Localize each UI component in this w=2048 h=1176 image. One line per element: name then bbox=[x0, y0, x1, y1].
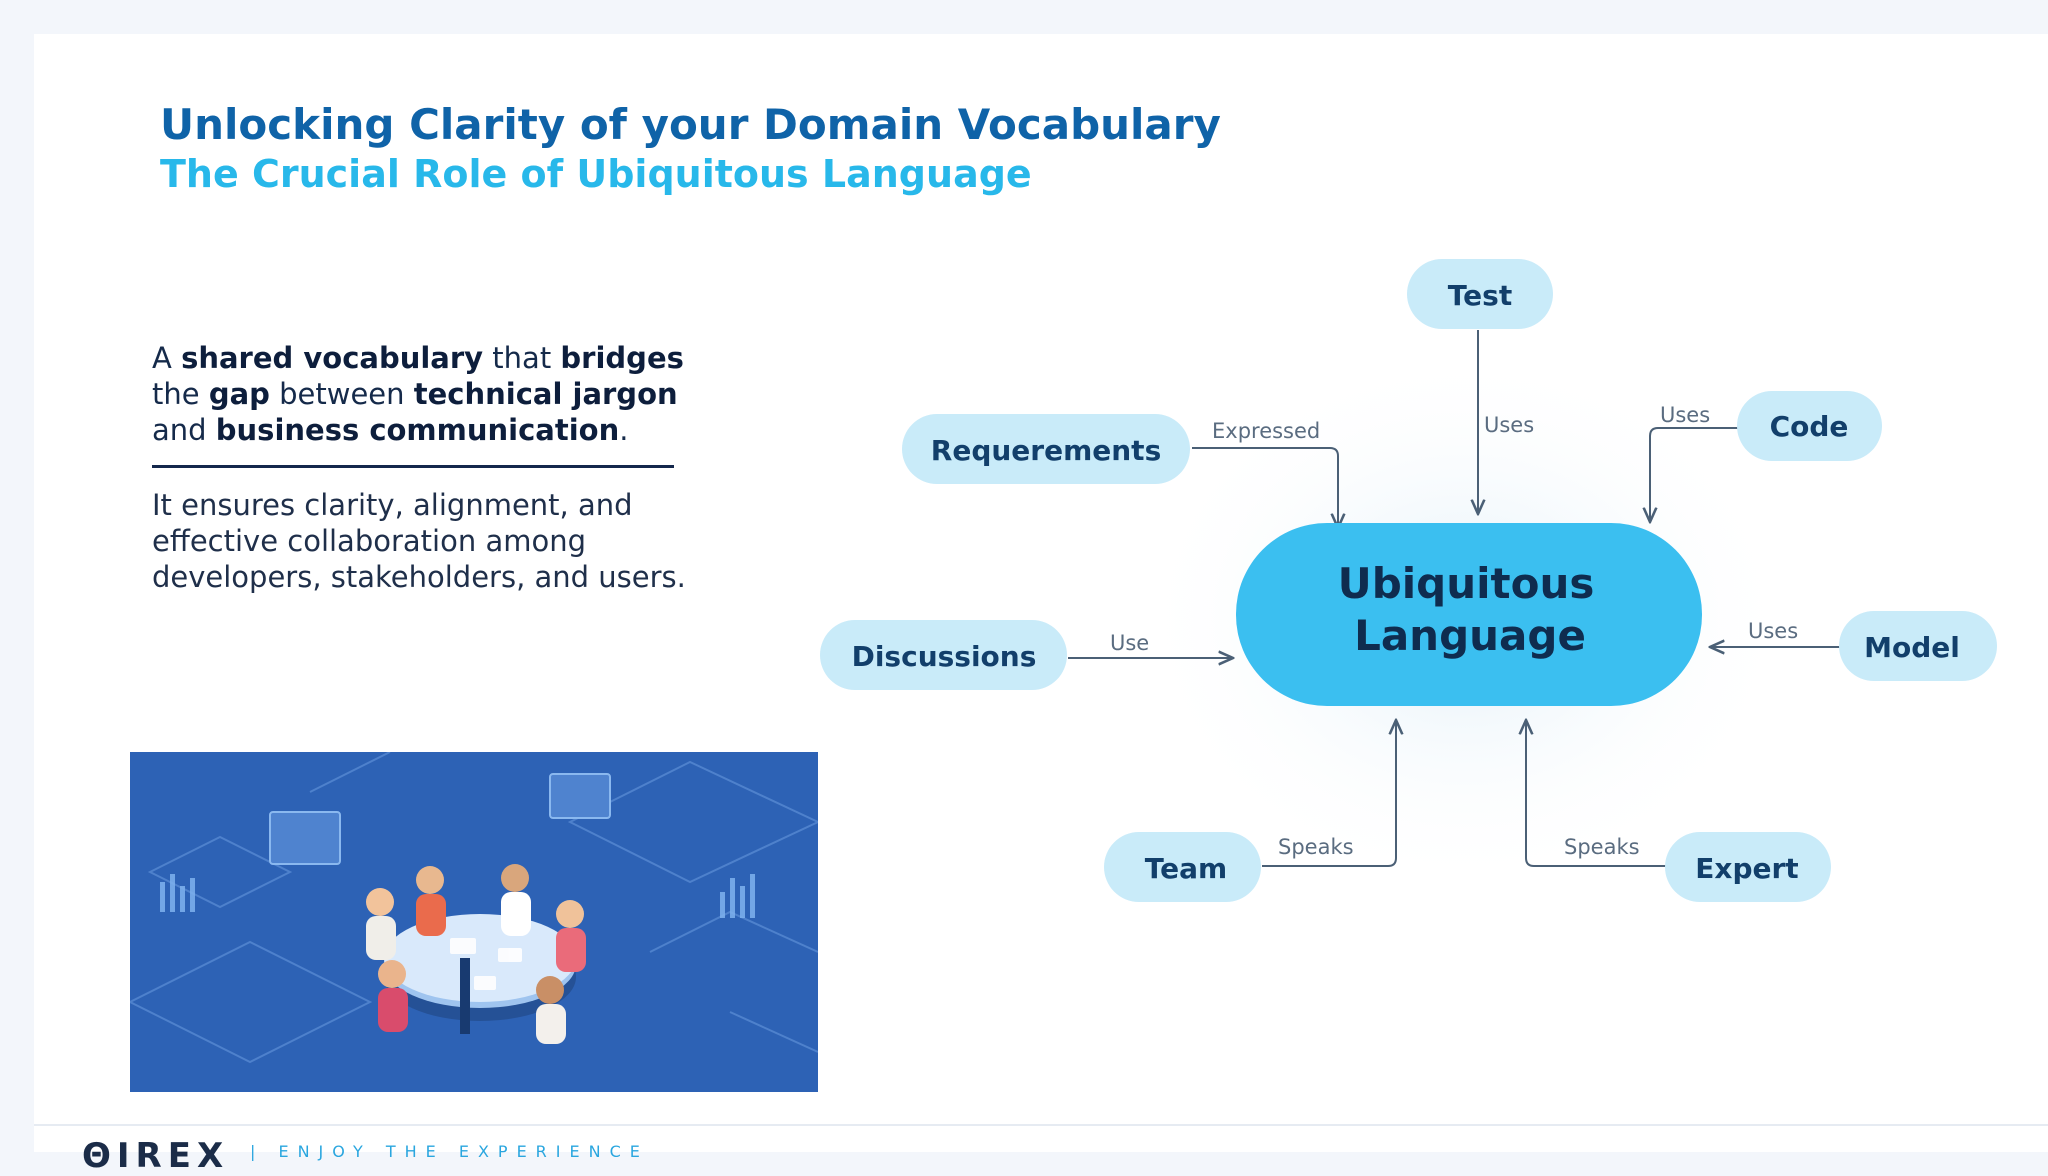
lead-emphasis: shared vocabulary bbox=[181, 341, 484, 375]
lead-segment: the bbox=[152, 377, 209, 411]
node-team-label: Team bbox=[1145, 852, 1227, 885]
intro-body-text: It ensures clarity, alignment, and effec… bbox=[152, 488, 686, 594]
lead-segment: and bbox=[152, 413, 216, 447]
lead-segment: that bbox=[483, 341, 561, 375]
lead-segment: . bbox=[619, 413, 629, 447]
node-expert: Expert bbox=[1665, 832, 1831, 902]
edge-label-model: Uses bbox=[1748, 619, 1798, 643]
node-model: Model bbox=[1839, 611, 1997, 681]
connector-team bbox=[1262, 720, 1396, 867]
lead-emphasis: bridges bbox=[560, 341, 684, 375]
edge-label-test: Uses bbox=[1484, 413, 1534, 437]
edge-label-expert: Speaks bbox=[1564, 835, 1640, 859]
edge-label-discussions: Use bbox=[1110, 631, 1149, 655]
center-node-line1: Ubiquitous bbox=[1338, 559, 1595, 608]
node-discussions-label: Discussions bbox=[852, 640, 1037, 673]
connector-expert bbox=[1526, 720, 1666, 867]
lead-emphasis: gap bbox=[208, 377, 270, 411]
node-discussions: Discussions bbox=[820, 620, 1067, 690]
edge-label-code: Uses bbox=[1660, 403, 1710, 427]
slide-subtitle: The Crucial Role of Ubiquitous Language bbox=[160, 152, 1032, 196]
center-node: Ubiquitous Language bbox=[1236, 523, 1702, 706]
lead-segment: A bbox=[152, 341, 182, 375]
lead-emphasis: technical jargon bbox=[413, 377, 678, 411]
node-test-label: Test bbox=[1448, 279, 1512, 312]
lead-emphasis: business communication bbox=[215, 413, 620, 447]
node-test: Test bbox=[1407, 259, 1553, 329]
intro-divider bbox=[152, 465, 674, 468]
center-node-line2: Language bbox=[1354, 611, 1586, 660]
edge-label-requirements: Expressed bbox=[1212, 419, 1320, 443]
node-code: Code bbox=[1737, 391, 1882, 461]
intro-lead-text: A shared vocabulary that bridges the gap… bbox=[152, 340, 712, 448]
node-model-label: Model bbox=[1864, 631, 1960, 664]
node-expert-label: Expert bbox=[1695, 852, 1798, 885]
edge-label-team: Speaks bbox=[1278, 835, 1354, 859]
node-team: Team bbox=[1104, 832, 1261, 902]
connector-requirements bbox=[1192, 447, 1338, 528]
slide-title: Unlocking Clarity of your Domain Vocabul… bbox=[160, 100, 1221, 149]
footer-brand-logo: ΘIREX bbox=[82, 1136, 230, 1176]
footer-divider bbox=[34, 1124, 2048, 1126]
lead-segment: between bbox=[269, 377, 414, 411]
ubiquitous-language-diagram: Expressed Uses Uses Use Uses Speaks Spea… bbox=[820, 259, 1997, 902]
connector-code bbox=[1650, 427, 1738, 522]
node-requirements-label: Requerements bbox=[931, 434, 1161, 467]
node-requirements: Requerements bbox=[902, 414, 1190, 484]
node-code-label: Code bbox=[1770, 410, 1849, 443]
team-meeting-illustration bbox=[130, 752, 818, 1092]
